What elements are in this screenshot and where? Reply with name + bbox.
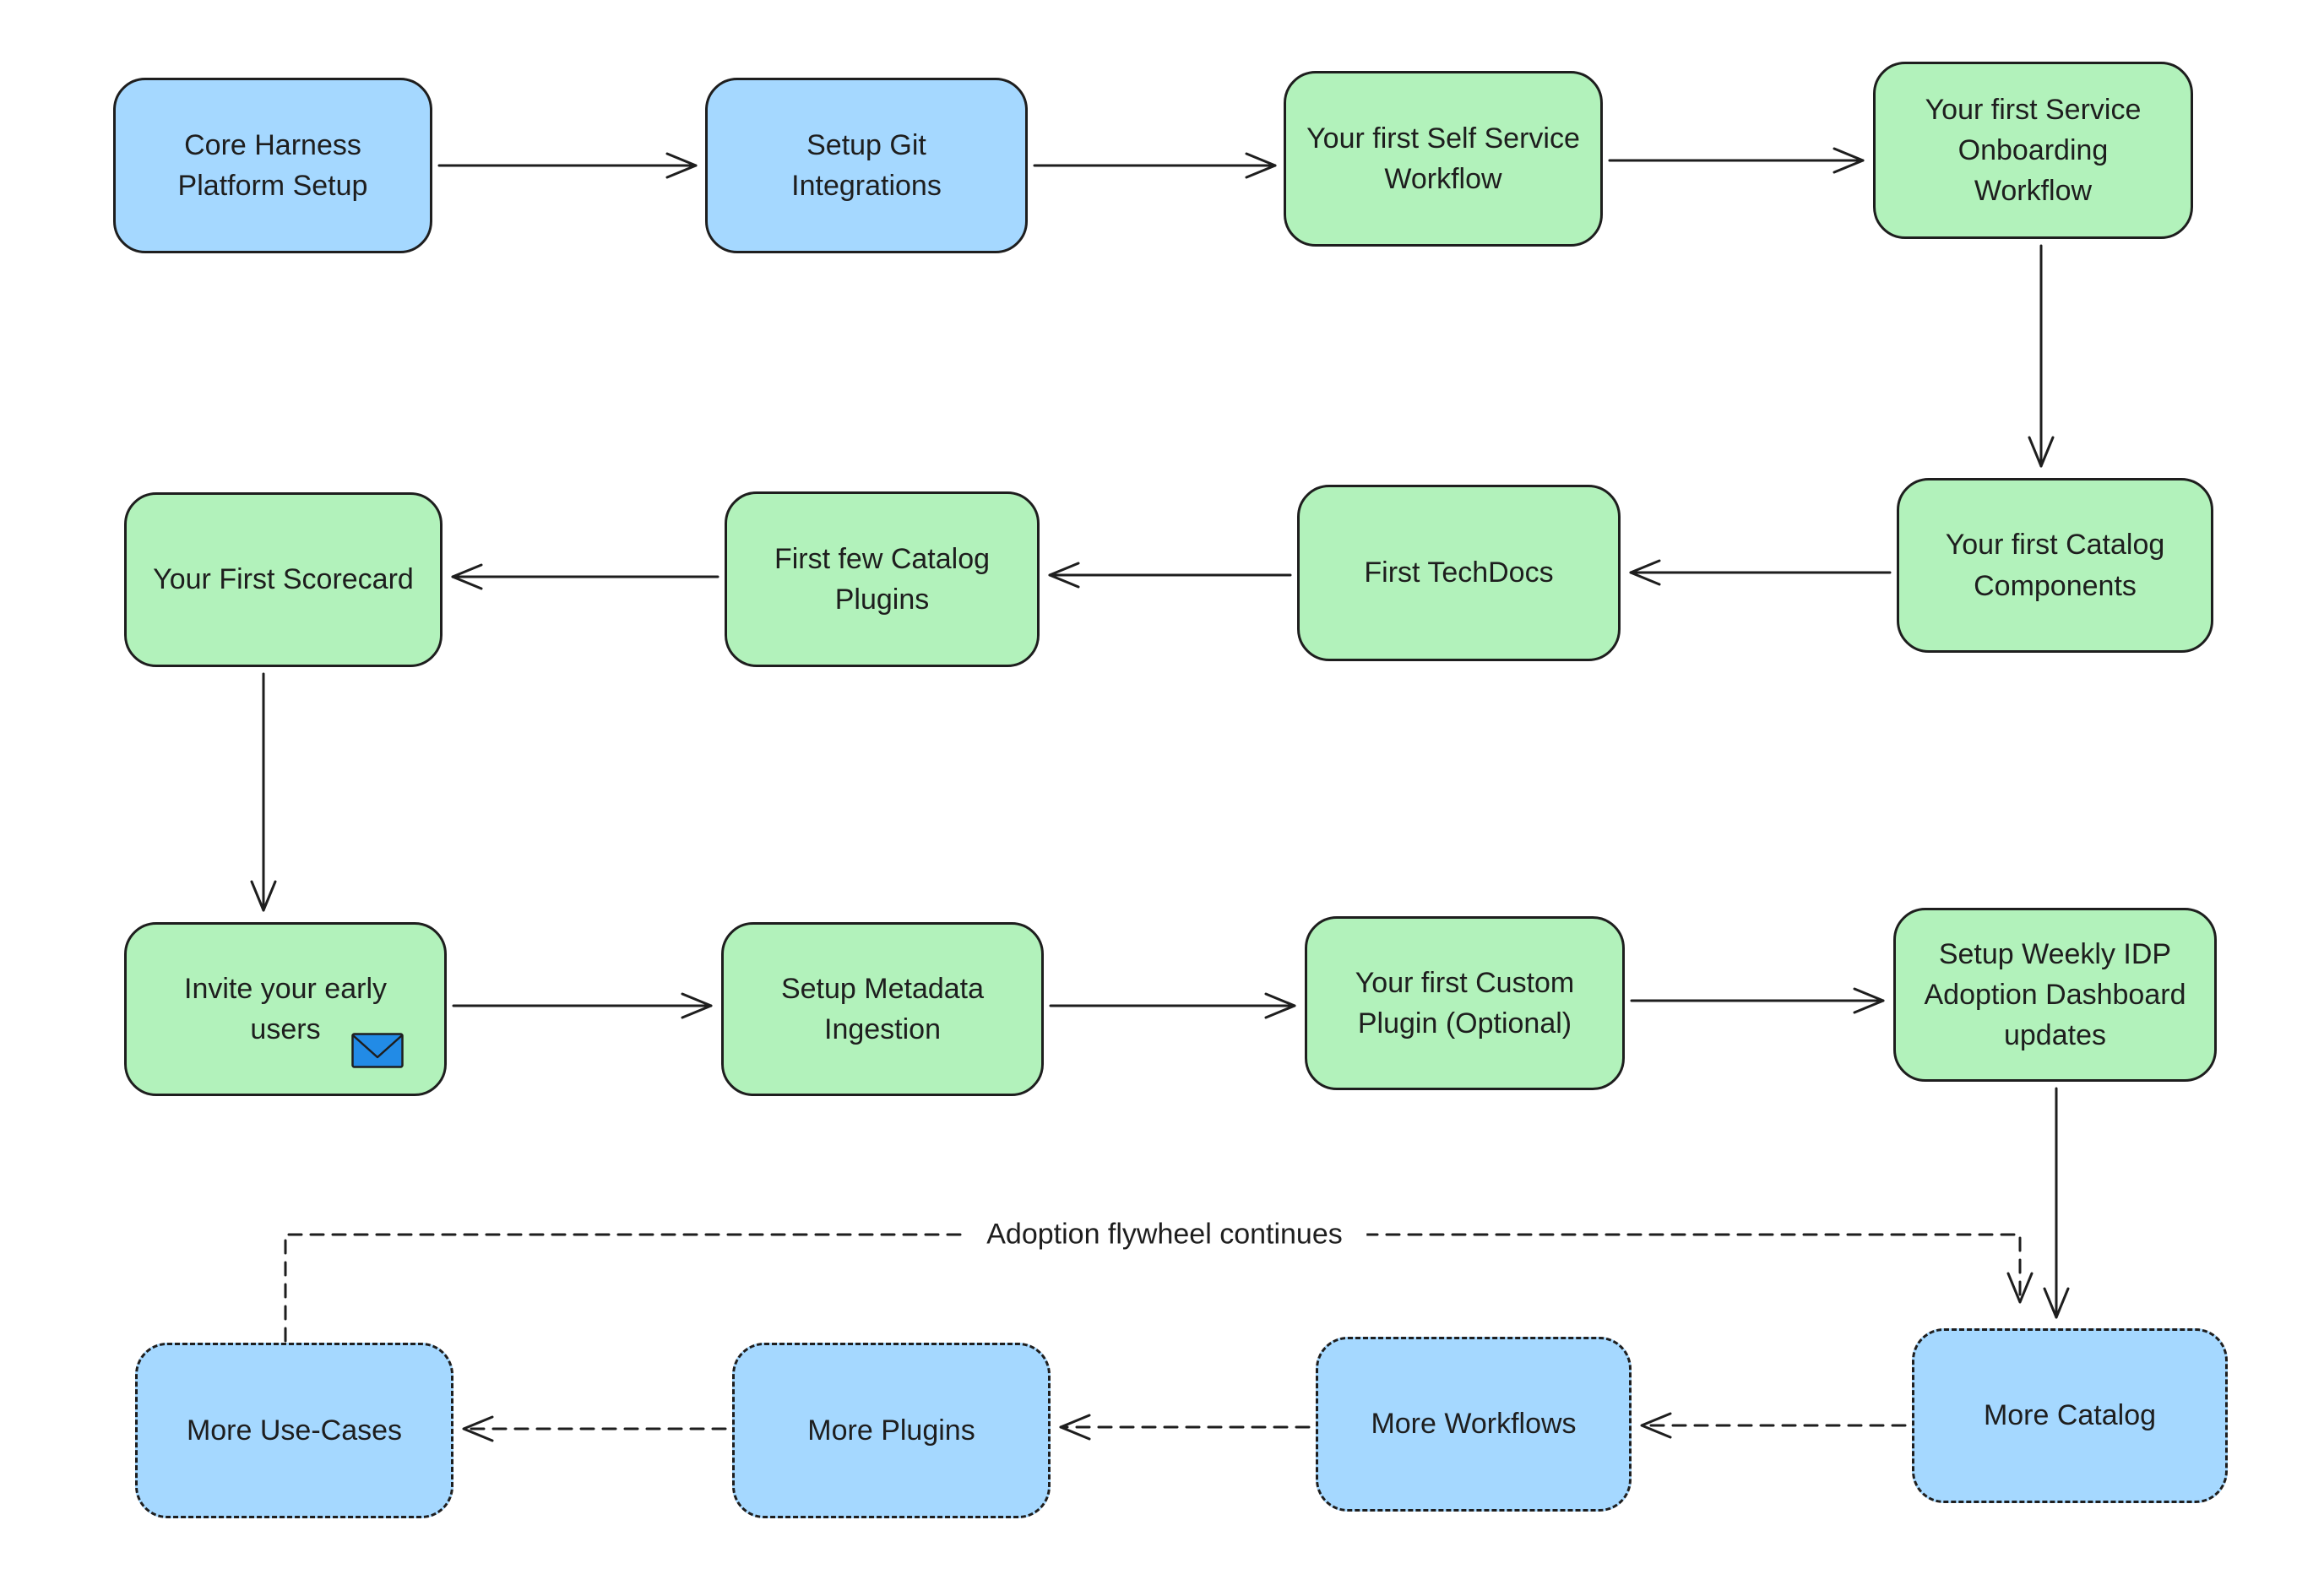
node-label: Invite your early users <box>184 972 387 1045</box>
node-setup-git-integrations[interactable]: Setup Git Integrations <box>705 78 1028 253</box>
node-more-catalog[interactable]: More Catalog <box>1912 1328 2228 1503</box>
node-core-harness-platform-setup[interactable]: Core Harness Platform Setup <box>113 78 432 253</box>
node-label: Your first Custom Plugin (Optional) <box>1355 966 1575 1040</box>
node-label: Core Harness Platform Setup <box>177 128 368 202</box>
node-invite-early-users[interactable]: Invite your early users <box>124 922 447 1096</box>
node-first-scorecard[interactable]: Your First Scorecard <box>124 492 443 667</box>
node-label: Setup Metadata Ingestion <box>780 972 985 1045</box>
node-first-custom-plugin[interactable]: Your first Custom Plugin (Optional) <box>1305 916 1625 1090</box>
node-label: Your first Self Service Workflow <box>1306 122 1580 195</box>
node-setup-metadata-ingestion[interactable]: Setup Metadata Ingestion <box>721 922 1044 1096</box>
node-first-self-service-workflow[interactable]: Your first Self Service Workflow <box>1284 71 1603 247</box>
node-label: More Workflows <box>1371 1408 1577 1441</box>
flywheel-label: Adoption flywheel continues <box>963 1214 1366 1255</box>
node-more-plugins[interactable]: More Plugins <box>732 1343 1051 1518</box>
node-weekly-idp-adoption-dashboard[interactable]: Setup Weekly IDP Adoption Dashboard upda… <box>1893 908 2217 1082</box>
node-first-few-catalog-plugins[interactable]: First few Catalog Plugins <box>725 491 1040 667</box>
envelope-icon <box>351 1033 404 1068</box>
node-label: More Use-Cases <box>186 1414 403 1447</box>
node-label: Setup Weekly IDP Adoption Dashboard upda… <box>1924 937 2186 1052</box>
node-label: Setup Git Integrations <box>791 128 942 202</box>
node-label: Your first Catalog Components <box>1945 529 2165 602</box>
node-first-techdocs[interactable]: First TechDocs <box>1297 485 1621 661</box>
node-first-service-onboarding-workflow[interactable]: Your first Service Onboarding Workflow <box>1873 62 2193 239</box>
node-label: First TechDocs <box>1364 556 1554 589</box>
node-label: Your first Service Onboarding Workflow <box>1925 93 2142 208</box>
node-more-use-cases[interactable]: More Use-Cases <box>135 1343 453 1518</box>
node-label: More Catalog <box>1983 1399 2157 1432</box>
node-first-catalog-components[interactable]: Your first Catalog Components <box>1897 478 2213 653</box>
node-label: More Plugins <box>807 1414 975 1447</box>
node-label: Your First Scorecard <box>153 563 414 596</box>
node-more-workflows[interactable]: More Workflows <box>1316 1337 1632 1512</box>
node-label: First few Catalog Plugins <box>774 542 991 616</box>
